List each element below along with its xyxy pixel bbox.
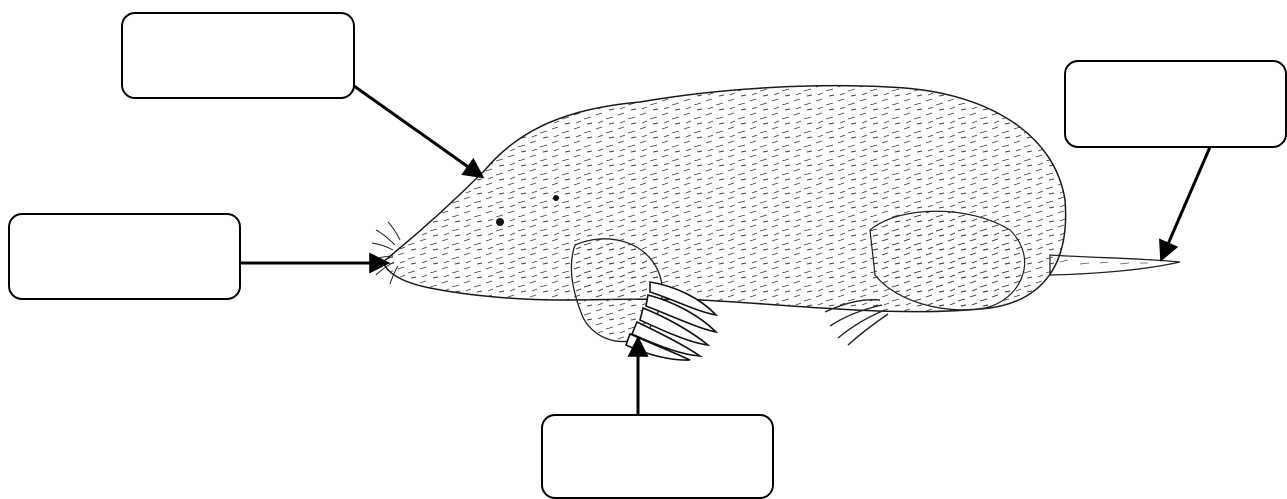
arrow-fur [354, 86, 481, 176]
label-box-claw[interactable] [541, 414, 774, 499]
label-box-nose[interactable] [8, 213, 241, 300]
mole-tail [1050, 255, 1180, 275]
mole-eye [496, 218, 504, 226]
arrow-tail [1162, 147, 1210, 258]
mole-ear-spot [553, 195, 559, 201]
label-box-tail[interactable] [1064, 60, 1287, 148]
label-box-fur[interactable] [121, 12, 355, 99]
mole-illustration [371, 86, 1180, 360]
